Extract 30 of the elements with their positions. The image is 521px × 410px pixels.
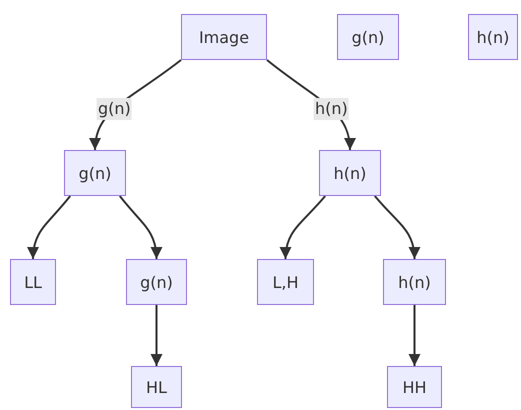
box-label: g(n) bbox=[78, 164, 112, 182]
arrow bbox=[119, 195, 162, 260]
process-box bbox=[387, 366, 442, 408]
edge-label: g(n) bbox=[96, 98, 132, 120]
box-label: L,H bbox=[272, 272, 299, 292]
box-label: h(n) bbox=[334, 164, 366, 182]
arrow bbox=[28, 195, 71, 260]
process-box bbox=[126, 259, 187, 305]
edge-label: h(n) bbox=[314, 98, 349, 120]
box-label: Image bbox=[198, 28, 250, 46]
process-box bbox=[64, 150, 126, 196]
process-box bbox=[319, 150, 381, 196]
process-box bbox=[383, 259, 446, 305]
arrow bbox=[280, 195, 326, 260]
box-label: h(n) bbox=[398, 272, 431, 292]
box-label: g(n) bbox=[352, 28, 384, 46]
arrow bbox=[374, 195, 420, 260]
process-box bbox=[257, 259, 314, 305]
arrow bbox=[150, 305, 162, 366]
process-box bbox=[337, 14, 399, 60]
box-label: h(n) bbox=[476, 28, 510, 46]
box-label: LL bbox=[24, 272, 42, 292]
box-label: HH bbox=[402, 378, 427, 396]
process-box bbox=[181, 14, 267, 60]
process-box bbox=[131, 366, 182, 408]
process-box bbox=[468, 14, 518, 60]
box-label: HL bbox=[146, 378, 167, 396]
process-box bbox=[10, 259, 56, 305]
arrow bbox=[408, 305, 420, 366]
box-label: g(n) bbox=[140, 272, 173, 292]
